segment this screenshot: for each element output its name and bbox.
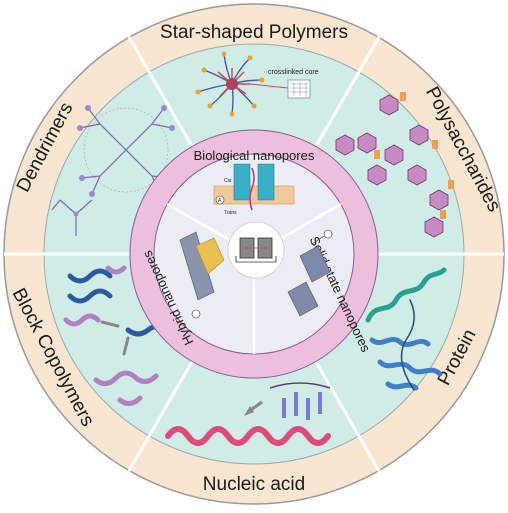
protein-icon xyxy=(365,267,447,391)
star-polymer-icon: crosslinked core xyxy=(195,51,319,117)
hybrid-nanopore-sketch xyxy=(179,231,225,319)
biological-nanopore-sketch: Cis Trans A xyxy=(213,163,295,216)
label-biological-nanopores: Biological nanopores xyxy=(194,148,315,163)
svg-text:Trans: Trans xyxy=(224,210,237,216)
block-copolymer-icon xyxy=(63,265,171,406)
label-nucleic-acid: Nucleic acid xyxy=(203,474,305,495)
crosslinked-core-label: crosslinked core xyxy=(268,69,319,76)
label-star-shaped: Star-shaped Polymers xyxy=(160,22,348,43)
solid-state-nanopore-sketch xyxy=(287,229,333,317)
polysaccharide-sidechains xyxy=(374,92,454,219)
center-pore-detail xyxy=(235,237,277,263)
nucleic-acid-icon xyxy=(165,382,331,446)
svg-text:A: A xyxy=(218,198,222,204)
svg-text:Cis: Cis xyxy=(224,178,232,184)
center-pore-icon xyxy=(227,221,285,279)
polysaccharide-icon xyxy=(335,94,449,238)
